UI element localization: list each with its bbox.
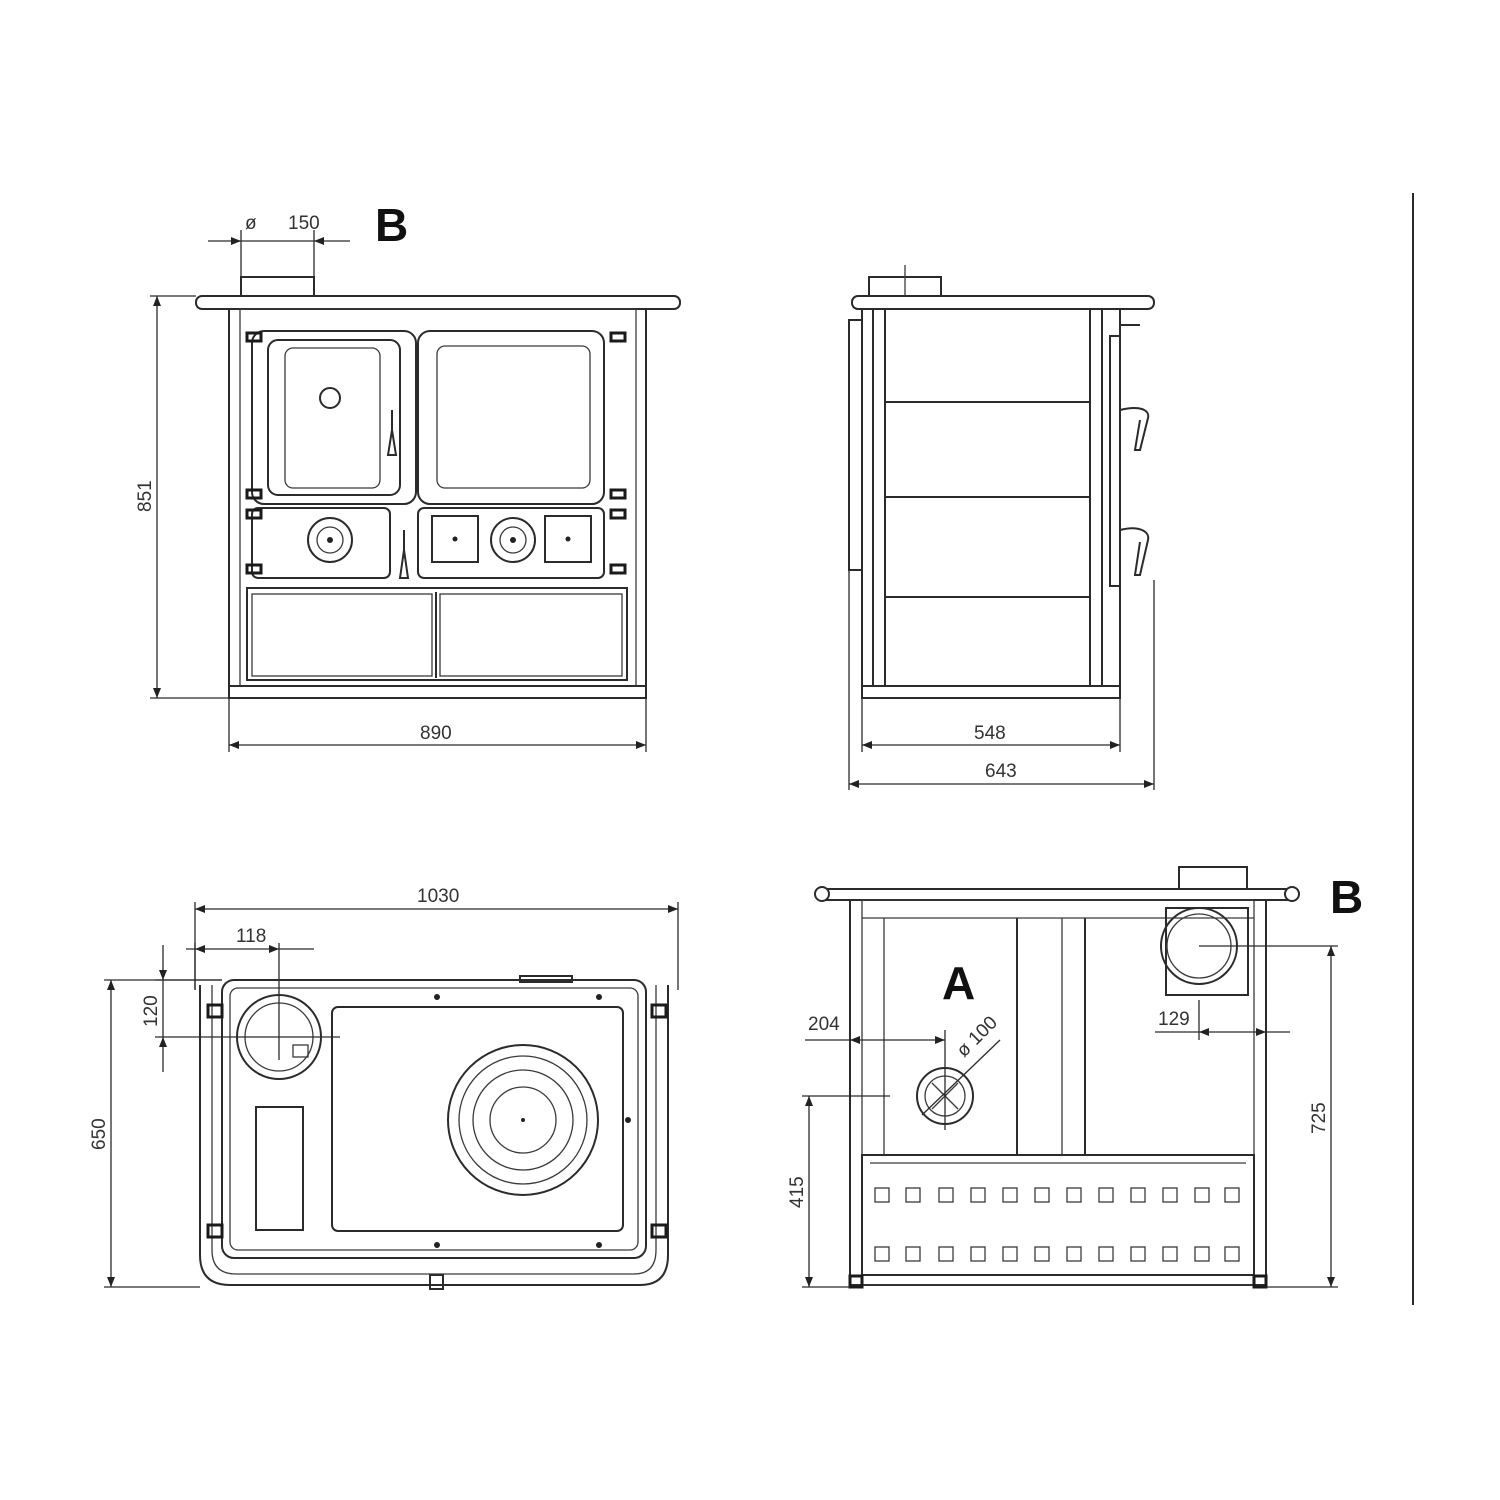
top-total-width-value: 1030 — [417, 886, 459, 907]
front-flue-diameter-value: 150 — [288, 213, 320, 234]
front-view: ø 150 B 851 890 — [135, 199, 681, 752]
top-flue-x-value: 118 — [236, 926, 266, 947]
side-body-depth-value: 548 — [974, 723, 1006, 744]
rear-b-height-value: 725 — [1309, 1102, 1330, 1134]
rear-label-b: B — [1330, 871, 1363, 923]
front-width-value: 890 — [420, 723, 452, 744]
side-total-depth-value: 643 — [985, 761, 1017, 782]
rear-a-x-value: 204 — [808, 1014, 840, 1035]
top-flue-y-value: 120 — [141, 995, 162, 1027]
front-label-b: B — [375, 199, 408, 251]
front-height-value: 851 — [135, 480, 156, 512]
rear-label-a: A — [942, 957, 975, 1009]
rear-b-x-value: 129 — [1158, 1009, 1190, 1030]
side-view: 548 643 — [848, 265, 1155, 790]
rear-view: A B 204 ø 100 415 129 725 — [787, 866, 1363, 1289]
top-view: 1030 118 120 650 — [89, 886, 679, 1290]
front-flue-diameter-symbol: ø — [245, 213, 257, 234]
top-depth-value: 650 — [89, 1118, 110, 1150]
rear-a-diameter-value: ø 100 — [953, 1012, 1002, 1061]
rear-a-height-value: 415 — [787, 1176, 808, 1208]
